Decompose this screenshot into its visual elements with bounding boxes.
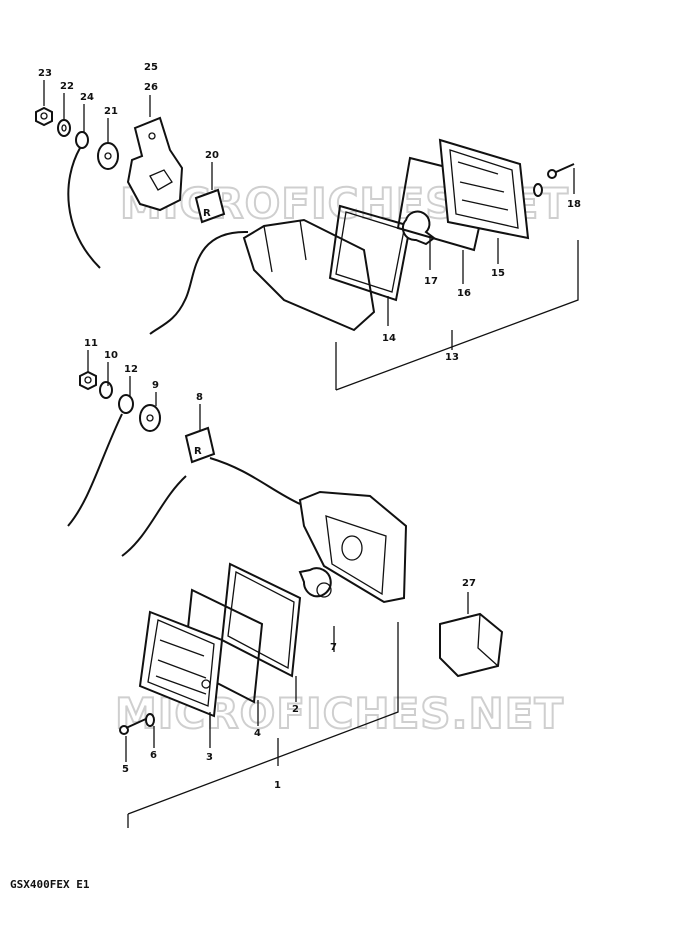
callout-23: 23 (38, 68, 52, 79)
callout-5: 5 (122, 764, 129, 775)
callout-27: 27 (462, 578, 476, 589)
grommet-20: R (194, 188, 226, 224)
nut-23 (35, 106, 53, 127)
callout-20: 20 (205, 150, 219, 161)
svg-text:R: R (203, 208, 211, 219)
lower-housing (121, 457, 408, 604)
callout-7: 7 (330, 642, 337, 653)
svg-text:R: R (194, 446, 202, 457)
callout-18: 18 (567, 199, 581, 210)
callout-12: 12 (124, 364, 138, 375)
callout-labels: 23 22 24 21 25 26 20 18 17 16 15 14 13 1… (38, 62, 581, 791)
drawing-code: GSX400FEX E1 (10, 878, 90, 891)
gasket-2 (220, 562, 302, 678)
callout-24: 24 (80, 92, 94, 103)
washer-10 (99, 381, 113, 399)
callout-4: 4 (254, 728, 261, 739)
callout-22: 22 (60, 81, 74, 92)
lower-leaders (87, 350, 469, 828)
terminal-wire-12 (67, 394, 134, 527)
callout-2: 2 (292, 704, 299, 715)
relay-27 (439, 612, 504, 678)
callout-6: 6 (150, 750, 157, 761)
washer-6 (145, 713, 155, 727)
callout-15: 15 (491, 268, 505, 279)
callout-9: 9 (152, 380, 159, 391)
grommet-8: R (184, 426, 216, 464)
upper-housing (149, 218, 376, 335)
screw-5 (119, 717, 149, 735)
callout-17: 17 (424, 276, 438, 287)
terminal-wire-24 (67, 131, 101, 269)
callout-14: 14 (382, 333, 396, 344)
bulb-7 (298, 567, 332, 598)
callout-1: 1 (274, 780, 281, 791)
callout-26: 26 (144, 82, 158, 93)
callout-8: 8 (196, 392, 203, 403)
nut-11 (79, 370, 97, 391)
upper-leaders (43, 80, 579, 391)
callout-11: 11 (84, 338, 98, 349)
callout-3: 3 (206, 752, 213, 763)
washer-21 (97, 142, 119, 170)
callout-13: 13 (445, 352, 459, 363)
callout-21: 21 (104, 106, 118, 117)
callout-25: 25 (144, 62, 158, 73)
lens-3 (138, 610, 224, 718)
lens-15 (438, 138, 530, 240)
screw-18 (533, 163, 575, 197)
bracket-25-26 (126, 116, 184, 212)
washer-9 (139, 404, 161, 432)
callout-16: 16 (457, 288, 471, 299)
callout-10: 10 (104, 350, 118, 361)
gasket-14 (328, 204, 412, 302)
washer-22 (57, 119, 71, 137)
